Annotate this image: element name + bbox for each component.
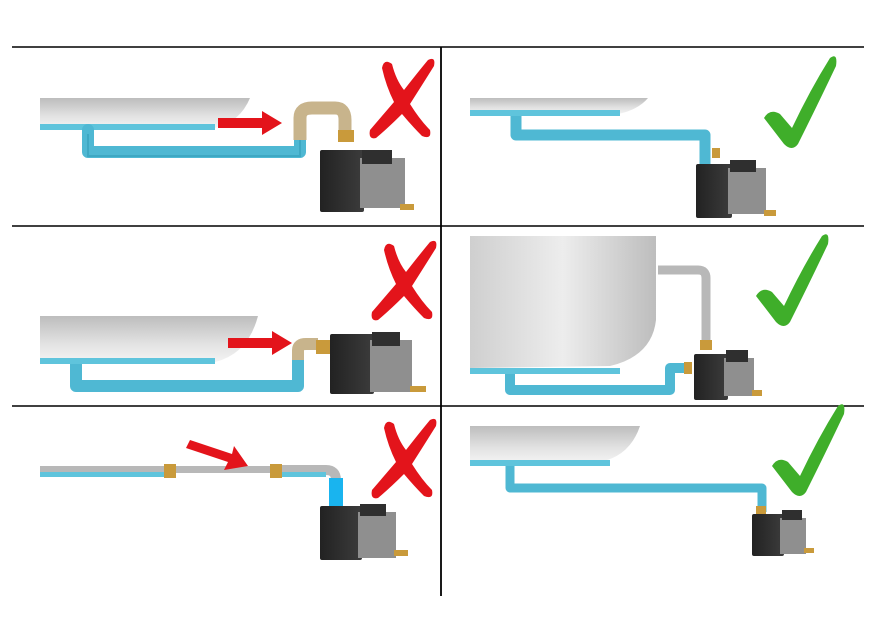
panel-bottom-left — [40, 419, 436, 560]
green-check-icon — [756, 234, 828, 326]
red-cross-icon — [372, 419, 437, 498]
elbow-up-fitting — [300, 108, 354, 142]
drain-pipe — [516, 116, 705, 165]
macerator-pump — [752, 506, 814, 556]
panel-top-left — [40, 59, 434, 212]
macerator-pump — [320, 504, 408, 560]
drain-pipe — [510, 466, 762, 512]
macerator-pump — [694, 350, 762, 400]
bathtub — [470, 426, 640, 466]
bathtub — [40, 316, 258, 364]
red-cross-icon — [372, 241, 437, 320]
panel-middle-left — [40, 241, 436, 394]
red-arrow-icon — [186, 440, 248, 470]
macerator-pump — [330, 332, 426, 394]
macerator-pump — [320, 150, 414, 212]
bathtub — [470, 236, 656, 374]
bathtub — [470, 98, 648, 116]
overflow-pipe — [658, 270, 712, 350]
panel-middle-right — [470, 234, 828, 400]
elbow-up-fitting — [298, 340, 330, 360]
panel-top-right — [470, 56, 836, 218]
green-check-icon — [772, 404, 844, 496]
green-check-icon — [764, 56, 836, 148]
panel-bottom-right — [470, 404, 844, 556]
long-horizontal-pipe — [40, 464, 343, 508]
red-cross-icon — [370, 59, 435, 138]
